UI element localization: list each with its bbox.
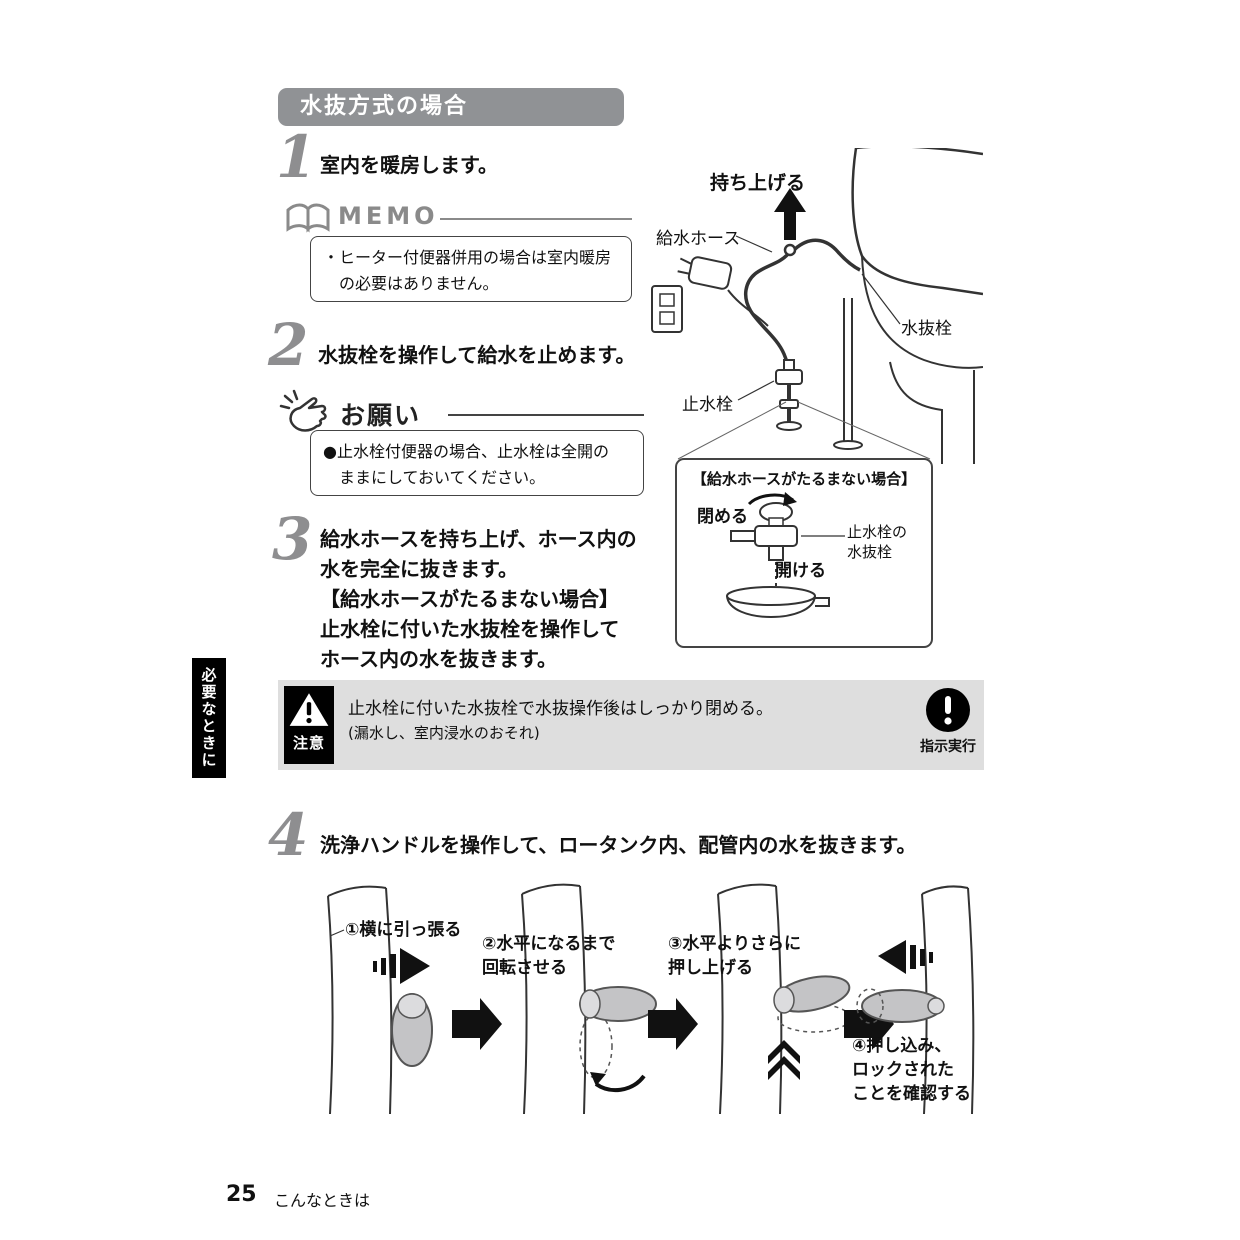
instruction-label: 指示実行 (920, 739, 976, 755)
memo-box: ・ヒーター付便器併用の場合は室内暖房 の必要はありません。 (310, 236, 632, 302)
memo-title: MEMO (338, 202, 439, 230)
inset-close-label: 閉める (697, 507, 748, 527)
caution-label: 注意 (292, 734, 325, 752)
memo-book-icon (284, 200, 332, 234)
caution-text-line1: 止水栓に付いた水抜栓で水抜操作後はしっかり閉める。 (348, 699, 773, 719)
step-2-number: 2 (268, 311, 309, 379)
inset-callout-box: 【給水ホースがたるまない場合】 閉める (675, 458, 933, 648)
handle-step-3-label: ③水平よりさらに 押し上げる (668, 934, 802, 978)
hose-label: 給水ホース (656, 229, 741, 249)
handle-step-1-label: ①横に引っ張る (345, 920, 462, 940)
step-1-text: 室内を暖房します。 (320, 153, 498, 177)
lift-label: 持ち上げる (710, 172, 806, 194)
step-1-number: 1 (276, 123, 317, 191)
drain-valve-label: 水抜栓 (901, 319, 952, 339)
instruction-icon (926, 688, 970, 732)
inset-open-label: 開ける (775, 561, 826, 581)
page-number: 25 (226, 1182, 257, 1207)
footer-section: こんなときは (274, 1191, 371, 1210)
handle-sequence-drawing (300, 878, 990, 1118)
sidebar-tab: 必要なときに (192, 658, 226, 778)
onegai-box: ●止水栓付便器の場合、止水栓は全開の ままにしておいてください。 (310, 430, 644, 496)
memo-rule (440, 218, 632, 220)
warning-triangle-icon (289, 693, 329, 726)
onegai-rule (448, 414, 644, 416)
step-4-text: 洗浄ハンドルを操作して、ロータンク内、配管内の水を抜きます。 (320, 833, 917, 857)
lift-arrow-icon (774, 188, 806, 240)
step-4-number: 4 (268, 801, 309, 869)
caution-box: 注意 止水栓に付いた水抜栓で水抜操作後はしっかり閉める。 (漏水し、室内浸水のお… (278, 680, 984, 770)
section-header: 水抜方式の場合 (278, 88, 624, 126)
inset-valve-drawing (679, 492, 933, 644)
onegai-title: お願い (340, 401, 422, 430)
step-2-text: 水抜栓を操作して給水を止めます。 (318, 343, 636, 367)
handle-step-2-label: ②水平になるまで 回転させる (482, 934, 616, 978)
pointing-hand-icon (278, 388, 332, 436)
caution-text-line2: (漏水し、室内浸水のおそれ) (348, 724, 540, 742)
handle-step-4-label: ④押し込み、 ロックされた ことを確認する (852, 1036, 971, 1104)
caution-label-box: 注意 (284, 686, 334, 764)
stop-valve-label: 止水栓 (682, 395, 733, 415)
step-3-number: 3 (272, 505, 313, 573)
step-3-text: 給水ホースを持ち上げ、ホース内の 水を完全に抜きます。 (320, 527, 637, 581)
sidebar-tab-label: 必要なときに (199, 667, 218, 769)
inset-title: 【給水ホースがたるまない場合】 (691, 470, 917, 488)
step-3-subtext: 【給水ホースがたるまない場合】 止水栓に付いた水抜栓を操作して ホース内の水を抜… (320, 587, 620, 671)
drain-diagram (638, 148, 983, 466)
inset-valve-label: 止水栓の 水抜栓 (847, 523, 908, 561)
